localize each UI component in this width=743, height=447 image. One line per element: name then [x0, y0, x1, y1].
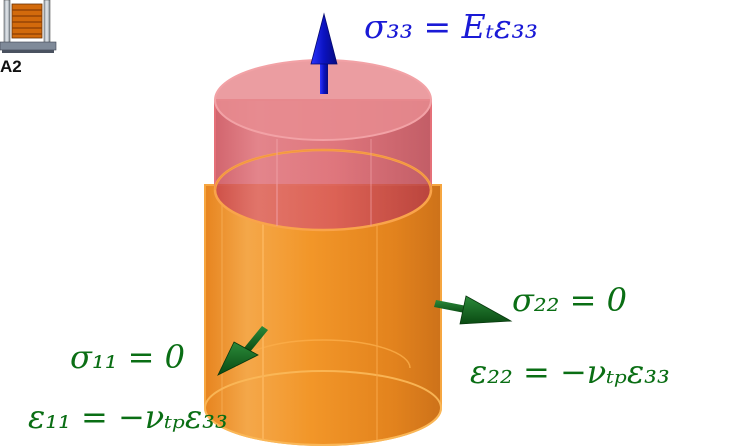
load-frame-icon: [0, 0, 57, 54]
lateral-strain-22-equation: ε₂₂ = −νₜₚε₃₃: [470, 353, 670, 391]
lateral-stress-22-equation: σ₂₂ = 0: [512, 281, 627, 319]
lateral-stress-arrow-22: [434, 295, 513, 325]
lateral-stress-arrow-11: [217, 326, 268, 376]
lateral-stress-11-equation: σ₁₁ = 0: [70, 338, 185, 376]
lateral-strain-11-equation: ε₁₁ = −νₜₚε₃₃: [28, 398, 228, 436]
axial-stress-equation: σ₃₃ = Eₜε₃₃: [364, 7, 538, 46]
extended-cylinder: [213, 59, 433, 232]
base-cylinder: [204, 184, 442, 446]
thumbnail-label: A2: [0, 57, 22, 76]
axial-stress-arrow: [310, 12, 338, 94]
